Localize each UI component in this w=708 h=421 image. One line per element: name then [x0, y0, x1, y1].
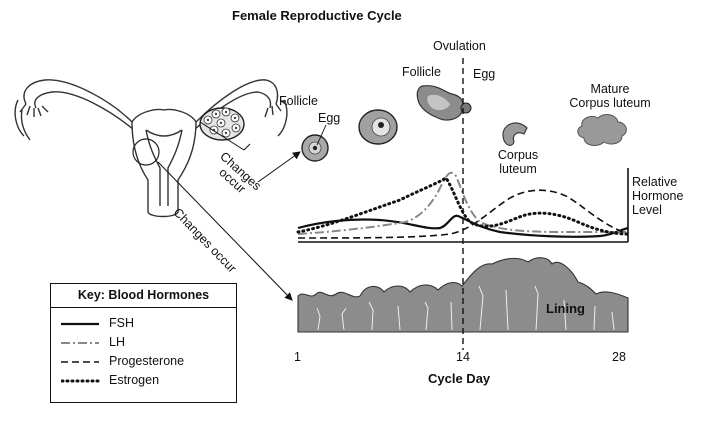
legend-title: Key: Blood Hormones [51, 284, 236, 308]
uterus-illustration [14, 79, 288, 218]
lining-label: Lining [546, 301, 585, 316]
tick-label-1: 1 [294, 350, 301, 364]
mature-label-line1: Mature [590, 82, 630, 96]
egg-label-1: Egg [318, 111, 341, 125]
follicle-label-2: Follicle [402, 65, 441, 79]
legend-item-progesterone: Progesterone [61, 353, 231, 371]
fsh-curve [297, 214, 629, 238]
uterine-lining [297, 257, 629, 333]
hormone-curves [296, 171, 630, 239]
legend-label-fsh: FSH [109, 316, 134, 330]
egg-label-2: Egg [473, 67, 496, 81]
follicle-stage-1 [301, 124, 329, 162]
diagram-title: Female Reproductive Cycle [232, 8, 402, 23]
tick-label-28: 28 [612, 350, 626, 364]
corpus-luteum-label-line1: Corpus [497, 148, 539, 162]
hormone-level-line1: Relative [632, 175, 678, 189]
progesterone-curve [297, 189, 629, 239]
ovary-illustration [199, 107, 245, 141]
follicle-stage-2 [358, 109, 398, 145]
legend-item-estrogen: Estrogen [61, 372, 231, 390]
tick-label-14: 14 [456, 350, 470, 364]
legend-box: Key: Blood Hormones FSH LH Progesterone … [50, 283, 237, 403]
follicle-label-1: Follicle [279, 94, 318, 108]
legend-item-lh: LH [61, 334, 231, 352]
legend-swatch-progesterone [61, 361, 99, 363]
legend-item-fsh: FSH [61, 315, 231, 333]
corpus-luteum-label-line2: luteum [499, 162, 537, 176]
hormone-level-line3: Level [632, 203, 662, 217]
lh-curve [297, 171, 628, 235]
follicle-mature [416, 85, 472, 121]
hormone-level-line2: Hormone [632, 189, 684, 203]
legend-label-estrogen: Estrogen [109, 373, 160, 387]
x-axis-label: Cycle Day [428, 371, 491, 386]
ovary-callout-lines [199, 121, 301, 183]
ovulation-label: Ovulation [433, 39, 486, 53]
mature-corpus-luteum [577, 114, 627, 146]
mature-label-line2: Corpus luteum [569, 96, 651, 110]
corpus-luteum [502, 122, 528, 146]
legend-swatch-lh [61, 342, 99, 344]
legend-label-lh: LH [109, 335, 125, 349]
legend-label-progesterone: Progesterone [109, 354, 185, 368]
legend-swatch-estrogen [61, 379, 101, 383]
estrogen-curve [296, 175, 630, 236]
legend-swatch-fsh [61, 322, 99, 326]
uterus-callout-line [157, 161, 293, 301]
